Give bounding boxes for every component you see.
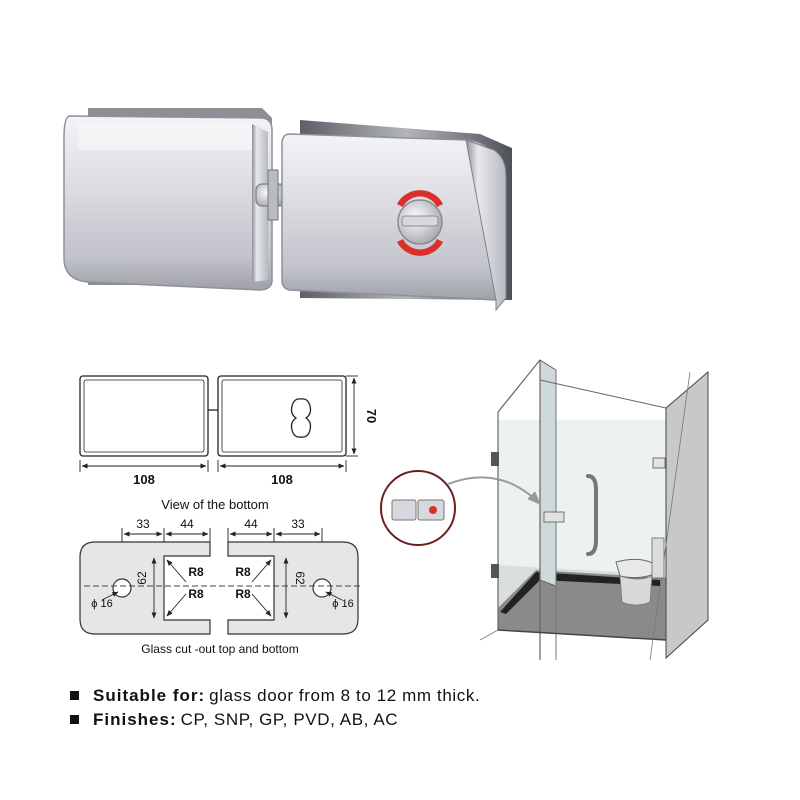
spec-label: Suitable for: (93, 686, 206, 705)
callout-arrow (447, 476, 541, 505)
lock-turn-bar (401, 215, 439, 227)
hole-leader-left (101, 591, 119, 601)
radius-arrow-tr (251, 559, 272, 583)
right-hinge-plate (281, 133, 497, 301)
toilet-bowl (619, 575, 653, 606)
glass-cutout-caption: Glass cut -out top and bottom (141, 642, 298, 656)
hole-left-label: ϕ 16 (91, 598, 112, 610)
toilet-tank (651, 537, 665, 579)
bottom-view-drawing (79, 375, 358, 472)
left-glass-hole (112, 578, 132, 598)
left-glass-panel (79, 541, 211, 635)
hole-right-label: ϕ 16 (332, 598, 353, 610)
bottom-view-key-slot (290, 398, 312, 438)
dim-44-left-label: 44 (180, 517, 194, 531)
hole-leader-right (325, 591, 343, 601)
bottom-view-left-plate (79, 375, 209, 457)
glass-cutout-drawing (79, 528, 360, 635)
dim-62-left-label: 62 (135, 571, 149, 585)
left-plate-highlight (78, 124, 252, 150)
right-wall (665, 370, 709, 660)
hinge-barrel (267, 169, 279, 221)
callout-hinge-left (391, 499, 417, 521)
red-indicator-bottom (397, 239, 443, 256)
radius-br-label: R8 (235, 587, 251, 601)
bottom-view-labels: 108 108 70 View of the bottom (133, 409, 379, 512)
spec-row-suitable: Suitable for:glass door from 8 to 12 mm … (70, 684, 480, 708)
radius-arrow-br (251, 593, 272, 617)
spec-value: CP, SNP, GP, PVD, AB, AC (180, 710, 399, 729)
bottom-view-right-inner (221, 379, 343, 453)
radius-tr-label: R8 (235, 565, 251, 579)
right-glass-panel (227, 541, 359, 635)
radius-bl-label: R8 (188, 587, 204, 601)
left-hinge-plate (63, 115, 273, 291)
bullet-square-icon (70, 691, 79, 700)
red-indicator-top (397, 190, 443, 207)
bottom-view-caption: View of the bottom (161, 497, 268, 512)
bullet-square-icon (70, 715, 79, 724)
tray-edge-shadow (500, 572, 660, 614)
radius-arrow-bl (166, 593, 187, 617)
bottom-left-width-label: 108 (133, 472, 155, 487)
bottom-view-right-plate (217, 375, 347, 457)
bottom-right-width-label: 108 (271, 472, 293, 487)
lower-glass-hinge (491, 564, 499, 578)
door-latch (543, 511, 565, 523)
product-photo (63, 108, 512, 312)
bottom-view-left-inner (83, 379, 205, 453)
spec-list: Suitable for:glass door from 8 to 12 mm … (70, 684, 480, 732)
door-handle (586, 474, 598, 556)
fixed-glass-panel (539, 359, 557, 587)
dim-33-right-label: 33 (291, 517, 305, 531)
radius-tl-label: R8 (188, 565, 204, 579)
right-plate-side (465, 139, 507, 312)
wall-bracket (652, 457, 666, 469)
spec-label: Finishes: (93, 710, 177, 729)
radius-arrow-tl (166, 559, 187, 583)
spec-row-finishes: Finishes:CP, SNP, GP, PVD, AB, AC (70, 708, 480, 732)
bottom-height-label: 70 (364, 409, 379, 423)
spec-value: glass door from 8 to 12 mm thick. (209, 686, 481, 705)
shower-enclosure-illustration (380, 359, 709, 661)
dim-44-right-label: 44 (244, 517, 258, 531)
dim-62-right-label: 62 (293, 571, 307, 585)
upper-glass-hinge (491, 452, 499, 466)
right-glass-hole (312, 578, 332, 598)
glass-cutout-labels: 33 44 44 33 62 62 R8 R8 R8 R8 ϕ 16 ϕ 16 … (91, 517, 353, 656)
toilet-seat (615, 558, 655, 579)
dim-33-left-label: 33 (136, 517, 150, 531)
callout-indicator (429, 506, 437, 514)
